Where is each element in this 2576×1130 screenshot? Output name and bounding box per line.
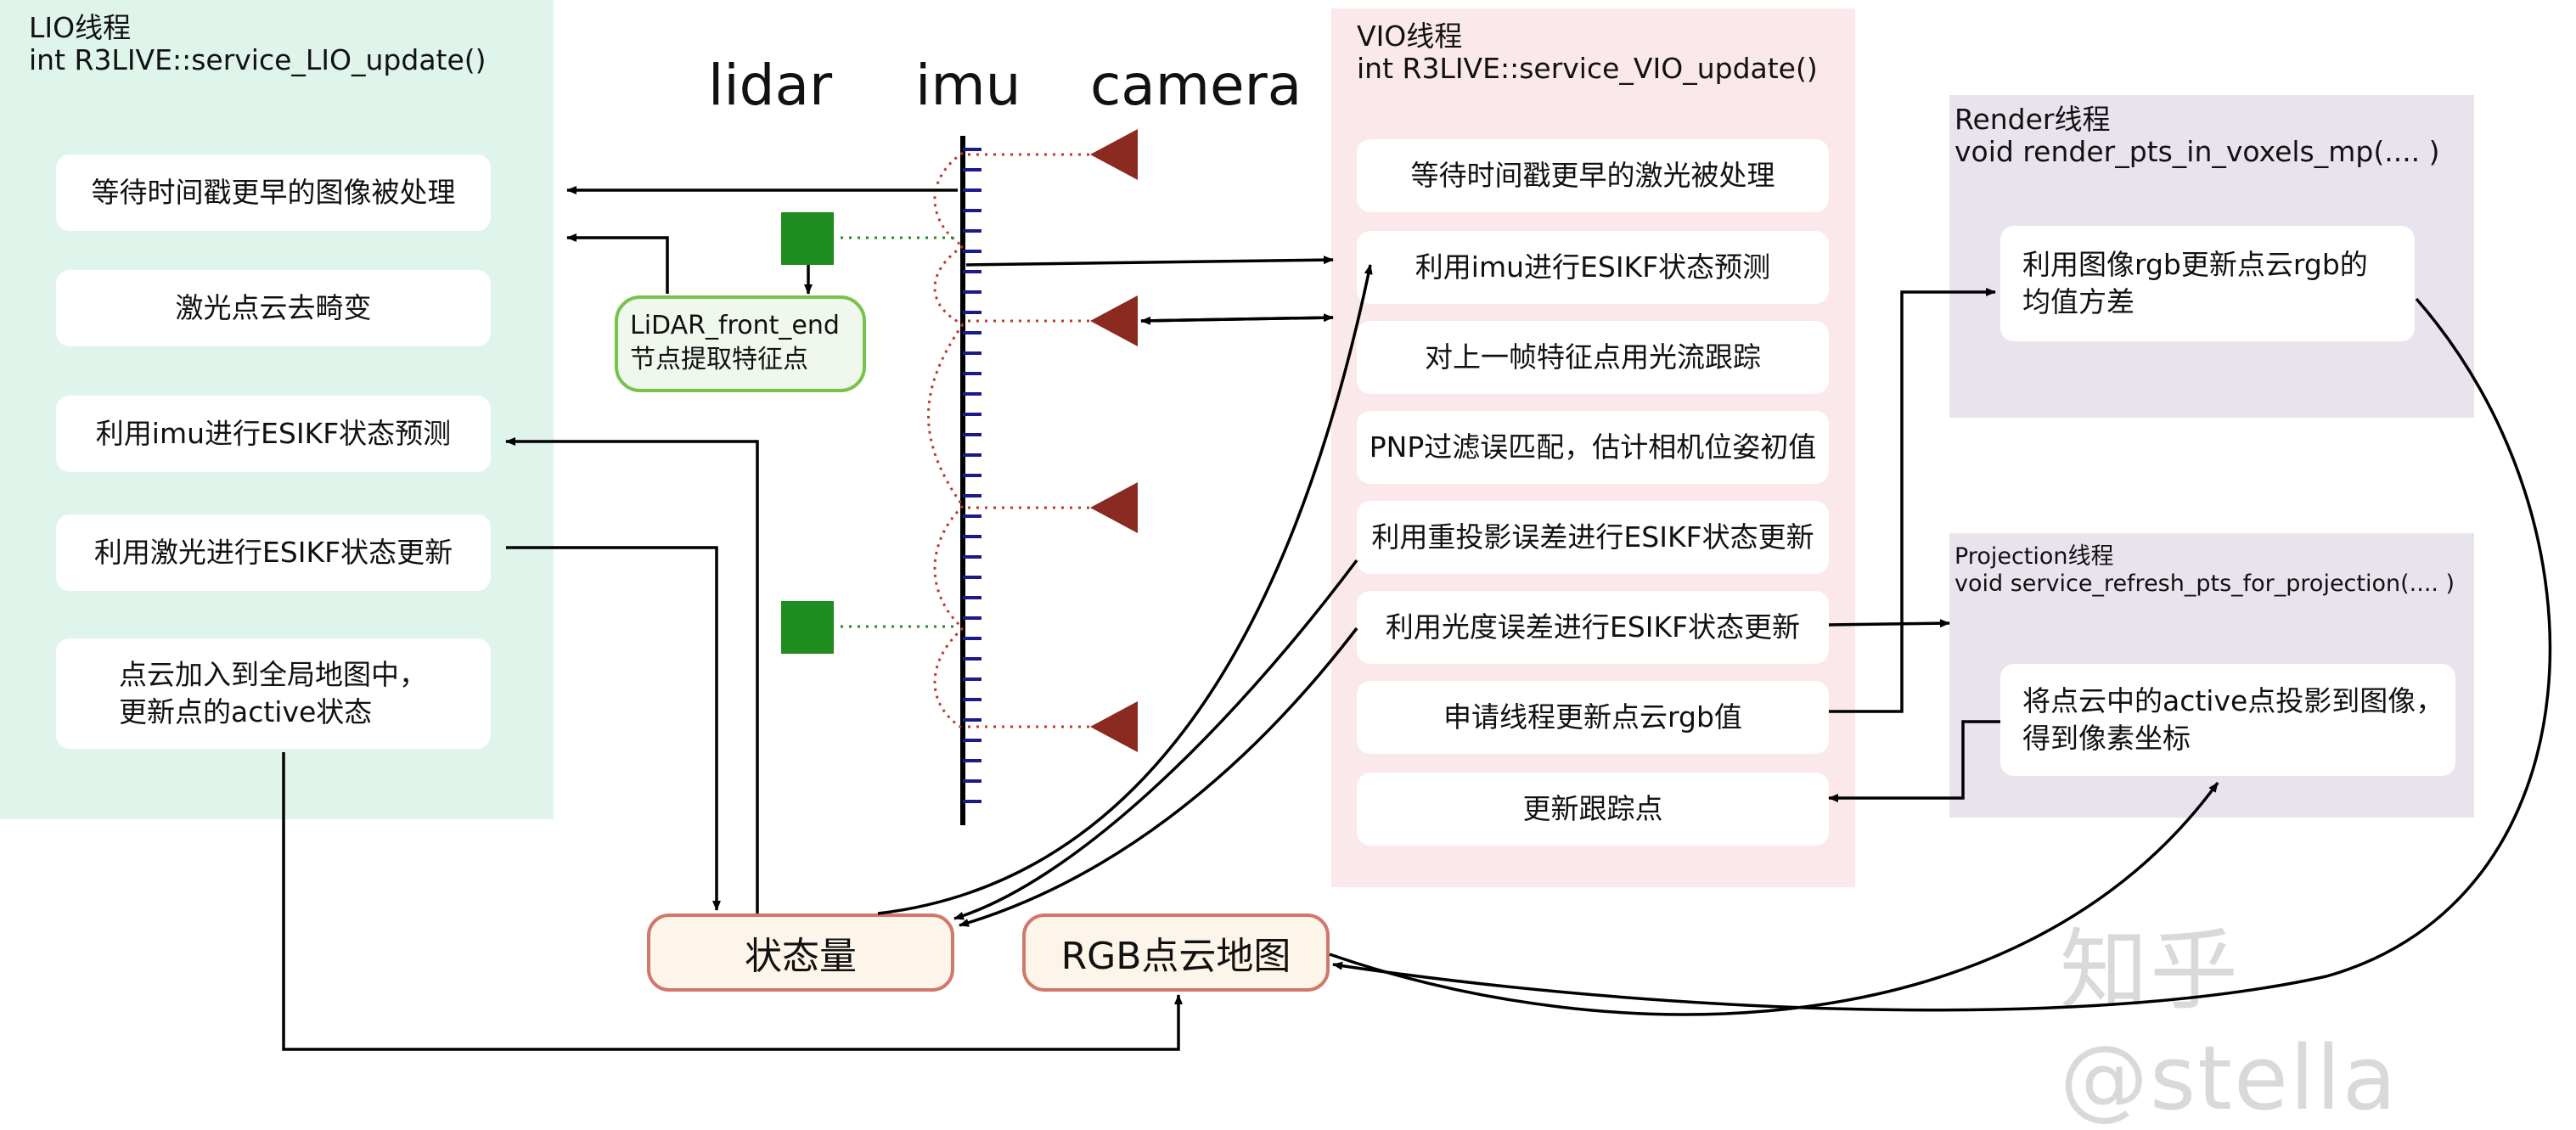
camera-frame-marker — [1090, 129, 1138, 180]
lidar-label: lidar — [708, 53, 833, 118]
imu-label: imu — [915, 53, 1021, 118]
rgb-map-node: RGB点云地图 — [1022, 914, 1330, 992]
lio-step-wait-image: 等待时间戳更早的图像被处理 — [56, 155, 491, 231]
lidar-scan-marker — [781, 601, 834, 654]
vio-step-wait-lidar: 等待时间戳更早的激光被处理 — [1357, 139, 1829, 212]
lio-thread-title: LIO线程 int R3LIVE::service_LIO_update() — [29, 11, 487, 76]
lio-step-lidar-update: 利用激光进行ESIKF状态更新 — [56, 514, 491, 591]
vio-step-pnp: PNP过滤误匹配，估计相机位姿初值 — [1357, 411, 1829, 484]
camera-frame-marker — [1090, 701, 1138, 752]
vio-thread-title: VIO线程 int R3LIVE::service_VIO_update() — [1357, 20, 1818, 85]
vio-step-reprojection-update: 利用重投影误差进行ESIKF状态更新 — [1357, 501, 1829, 574]
diagram-overlay — [282, 129, 2552, 1051]
projection-step-project-points: 将点云中的active点投影到图像， 得到像素坐标 — [2000, 664, 2455, 776]
imu-integration-curves — [927, 151, 965, 730]
state-node: 状态量 — [647, 914, 954, 992]
lio-step-undistort: 激光点云去畸变 — [56, 270, 491, 346]
vio-step-request-rgb-update: 申请线程更新点云rgb值 — [1357, 681, 1829, 754]
lio-step-add-to-map: 点云加入到全局地图中， 更新点的active状态 — [56, 638, 491, 749]
vio-step-update-tracking: 更新跟踪点 — [1357, 773, 1829, 846]
render-thread-title: Render线程 void render_pts_in_voxels_mp(..… — [1954, 103, 2440, 168]
vio-step-photometric-update: 利用光度误差进行ESIKF状态更新 — [1357, 591, 1829, 664]
camera-frame-marker — [1090, 482, 1138, 533]
lio-step-imu-predict: 利用imu进行ESIKF状态预测 — [56, 396, 491, 472]
imu-ticks — [963, 148, 981, 803]
camera-frame-marker — [1090, 295, 1138, 346]
render-step-update-rgb: 利用图像rgb更新点云rgb的 均值方差 — [2000, 226, 2415, 341]
lidar-scan-marker — [781, 212, 834, 265]
lidar-scan-markers — [781, 212, 834, 654]
vio-step-optical-flow: 对上一帧特征点用光流跟踪 — [1357, 321, 1829, 394]
lidar-front-end-node: LiDAR_front_end 节点提取特征点 — [615, 295, 866, 392]
vio-step-imu-predict: 利用imu进行ESIKF状态预测 — [1357, 231, 1829, 304]
projection-thread-title: Projection线程 void service_refresh_pts_fo… — [1954, 543, 2455, 597]
flow-arrows — [282, 186, 2552, 1051]
camera-label: camera — [1090, 53, 1302, 118]
sensor-sync-lines — [841, 153, 1092, 728]
camera-frame-markers — [1090, 129, 1138, 752]
